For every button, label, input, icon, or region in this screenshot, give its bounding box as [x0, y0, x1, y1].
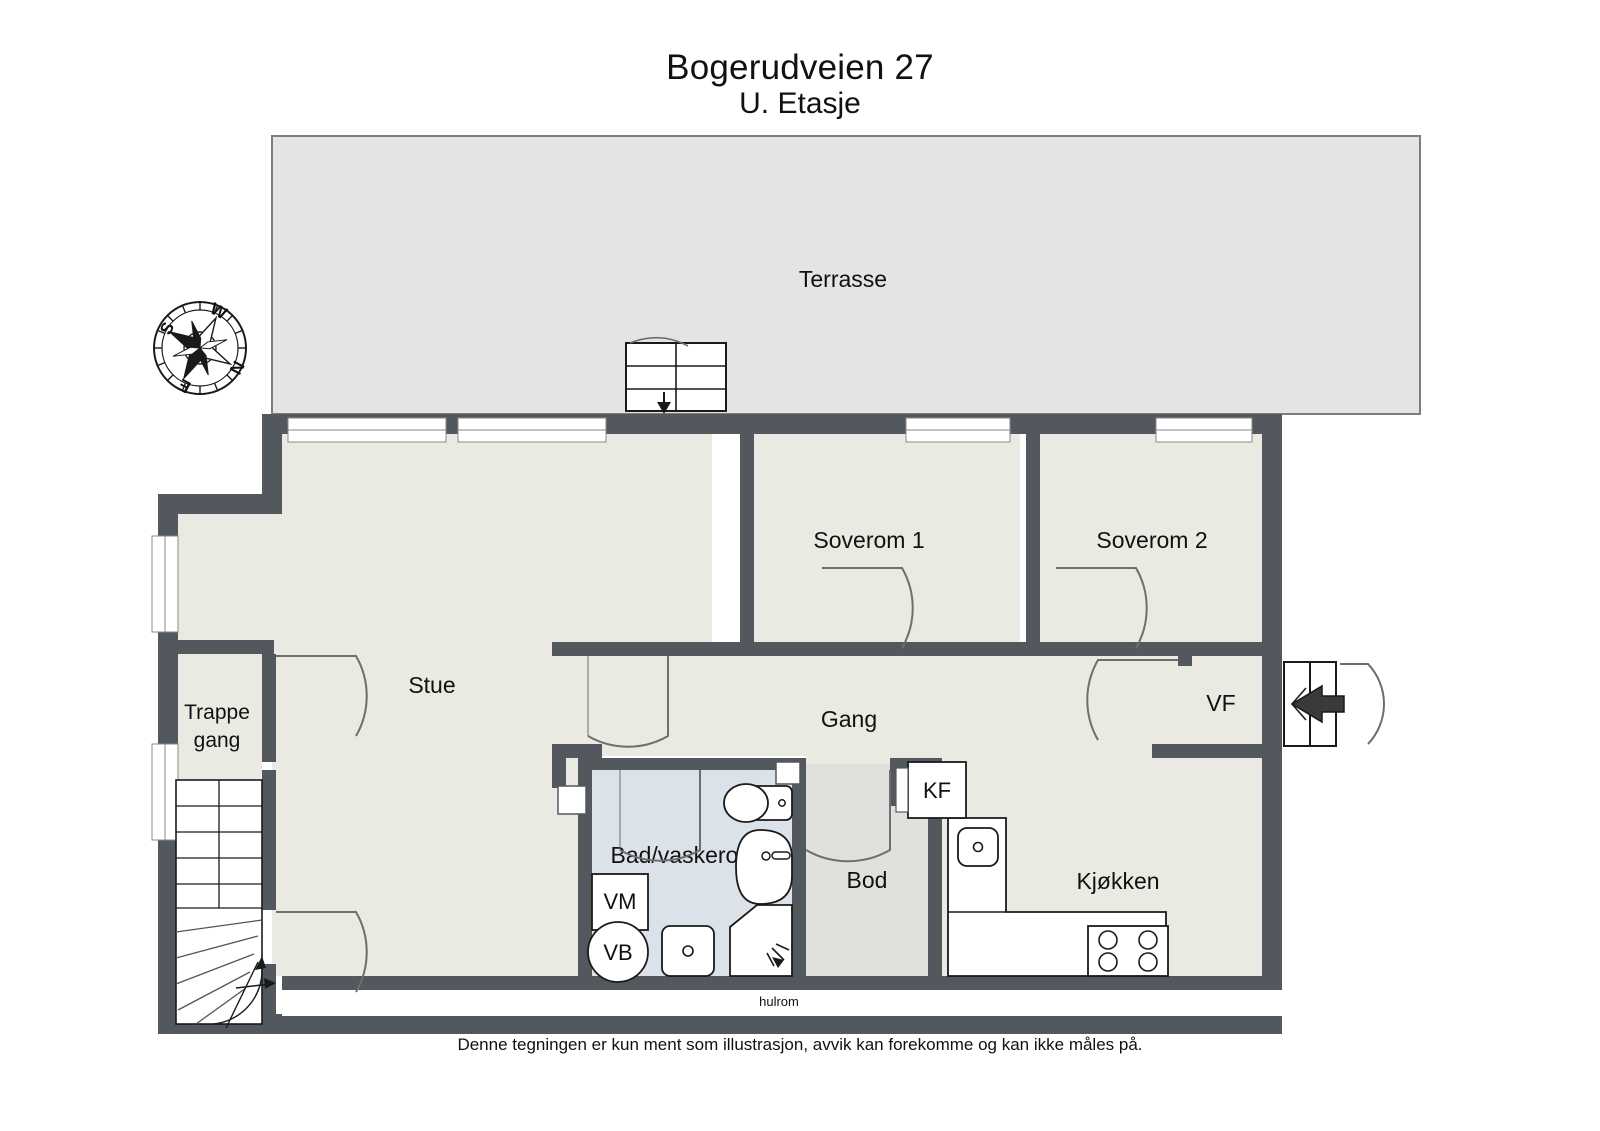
page-title: Bogerudveien 27 — [666, 48, 934, 87]
kitchen-sink-fixture — [957, 827, 999, 867]
hulrom-band — [282, 990, 1282, 1016]
door-bod — [805, 770, 891, 863]
room-label-bad-vaskerom: Bad/vaskerom — [610, 842, 757, 868]
wall-hulrom-bottom — [282, 1016, 1282, 1030]
toilet-fixture — [723, 783, 793, 823]
door-soverom-1 — [822, 567, 914, 649]
window-soverom-2 — [1155, 417, 1253, 443]
wall-exterior-left-upper — [262, 414, 282, 514]
room-label-terrasse: Terrasse — [799, 266, 887, 292]
wall-exterior-right — [1262, 414, 1282, 1034]
soverom-2-area: Soverom 2 — [1040, 430, 1272, 652]
door-stue-gang — [587, 656, 669, 748]
vf-area: VF — [1190, 652, 1277, 756]
door-vf-inner — [1086, 659, 1178, 741]
door-bad-vaskerom — [619, 770, 701, 862]
window-stue-west — [151, 535, 179, 633]
disclaimer-text: Denne tegningen er kun ment som illustra… — [457, 1035, 1143, 1054]
room-label-soverom-2: Soverom 2 — [1096, 527, 1207, 553]
wall-vf-stub — [1178, 642, 1192, 652]
wall-bath-east — [792, 758, 806, 982]
vm-appliance: VM — [591, 873, 649, 931]
room-label-gang: Gang — [821, 706, 877, 732]
window-soverom-1 — [905, 417, 1011, 443]
bath-wall-niche — [557, 785, 587, 815]
vb-label: VB — [603, 940, 632, 965]
wall-gang-north — [552, 642, 1262, 656]
window-trappegang-west — [151, 743, 179, 841]
bath-wall-niche-2 — [775, 761, 801, 785]
wall-bath-north — [592, 758, 798, 770]
interior-staircase — [175, 779, 276, 1029]
wall-trappegang-east-upper — [262, 654, 276, 762]
bathroom-fixtures: VM VB — [557, 761, 801, 983]
terrace-steps — [625, 336, 727, 414]
door-swings — [276, 567, 1385, 993]
floor-drain-fixture — [661, 925, 715, 977]
kitchen-fixtures: KF — [895, 761, 1169, 977]
washbasin-fixture — [735, 829, 793, 905]
vb-appliance: VB — [587, 921, 649, 983]
door-entry-exterior — [1340, 663, 1385, 745]
main-entrance-arrow — [1290, 684, 1345, 724]
walls — [158, 414, 1282, 1034]
trappegang-label-line1: Trappe — [184, 701, 250, 724]
terrasse-slab — [271, 135, 1421, 415]
wall-exterior-jog-top — [158, 494, 282, 514]
kf-label: KF — [923, 778, 951, 803]
wall-soverom1-soverom2 — [1026, 424, 1040, 656]
door-trappegang-upper — [276, 655, 368, 737]
door-soverom-2 — [1056, 567, 1148, 649]
room-label-stue: Stue — [408, 672, 455, 698]
vf-fill — [1190, 652, 1277, 756]
trappegang-label-line2: gang — [194, 729, 241, 752]
compass-rose: W N E S — [153, 299, 248, 397]
room-label-kjokken: Kjøkken — [1076, 868, 1159, 894]
windows: hulrom — [151, 417, 1282, 1016]
vm-label: VM — [604, 889, 637, 914]
wall-trappegang-east-lower — [262, 964, 276, 1024]
room-label-soverom-1: Soverom 1 — [813, 527, 924, 553]
soverom-2-fill — [1040, 430, 1272, 652]
hulrom-label: hulrom — [759, 994, 799, 1009]
soverom-1-area: Soverom 1 — [752, 430, 1020, 652]
room-label-bod: Bod — [847, 867, 888, 893]
wall-bath-west-stub — [552, 744, 566, 788]
wall-trappegang-north — [178, 640, 274, 654]
wall-stue-soverom1 — [740, 424, 754, 656]
wall-trappegang-east-mid — [262, 770, 276, 910]
terrasse-area: Terrasse — [271, 135, 1421, 415]
title-block: Bogerudveien 27 U. Etasje — [0, 48, 1600, 122]
corner-shower-fixture — [729, 904, 793, 977]
room-label-vf: VF — [1206, 690, 1235, 716]
wall-vf-bottom — [1152, 744, 1278, 758]
window-stue-north-2 — [457, 417, 607, 443]
wall-slot-kf — [895, 767, 909, 813]
soverom-1-fill — [752, 430, 1020, 652]
window-stue-north-1 — [287, 417, 447, 443]
wall-hulrom-top — [282, 976, 1282, 990]
page-subtitle: U. Etasje — [739, 87, 861, 121]
main-entrance — [1283, 661, 1345, 747]
door-trappegang-lower — [276, 911, 368, 993]
kf-appliance: KF — [907, 761, 967, 819]
cooktop-fixture — [1087, 925, 1169, 977]
